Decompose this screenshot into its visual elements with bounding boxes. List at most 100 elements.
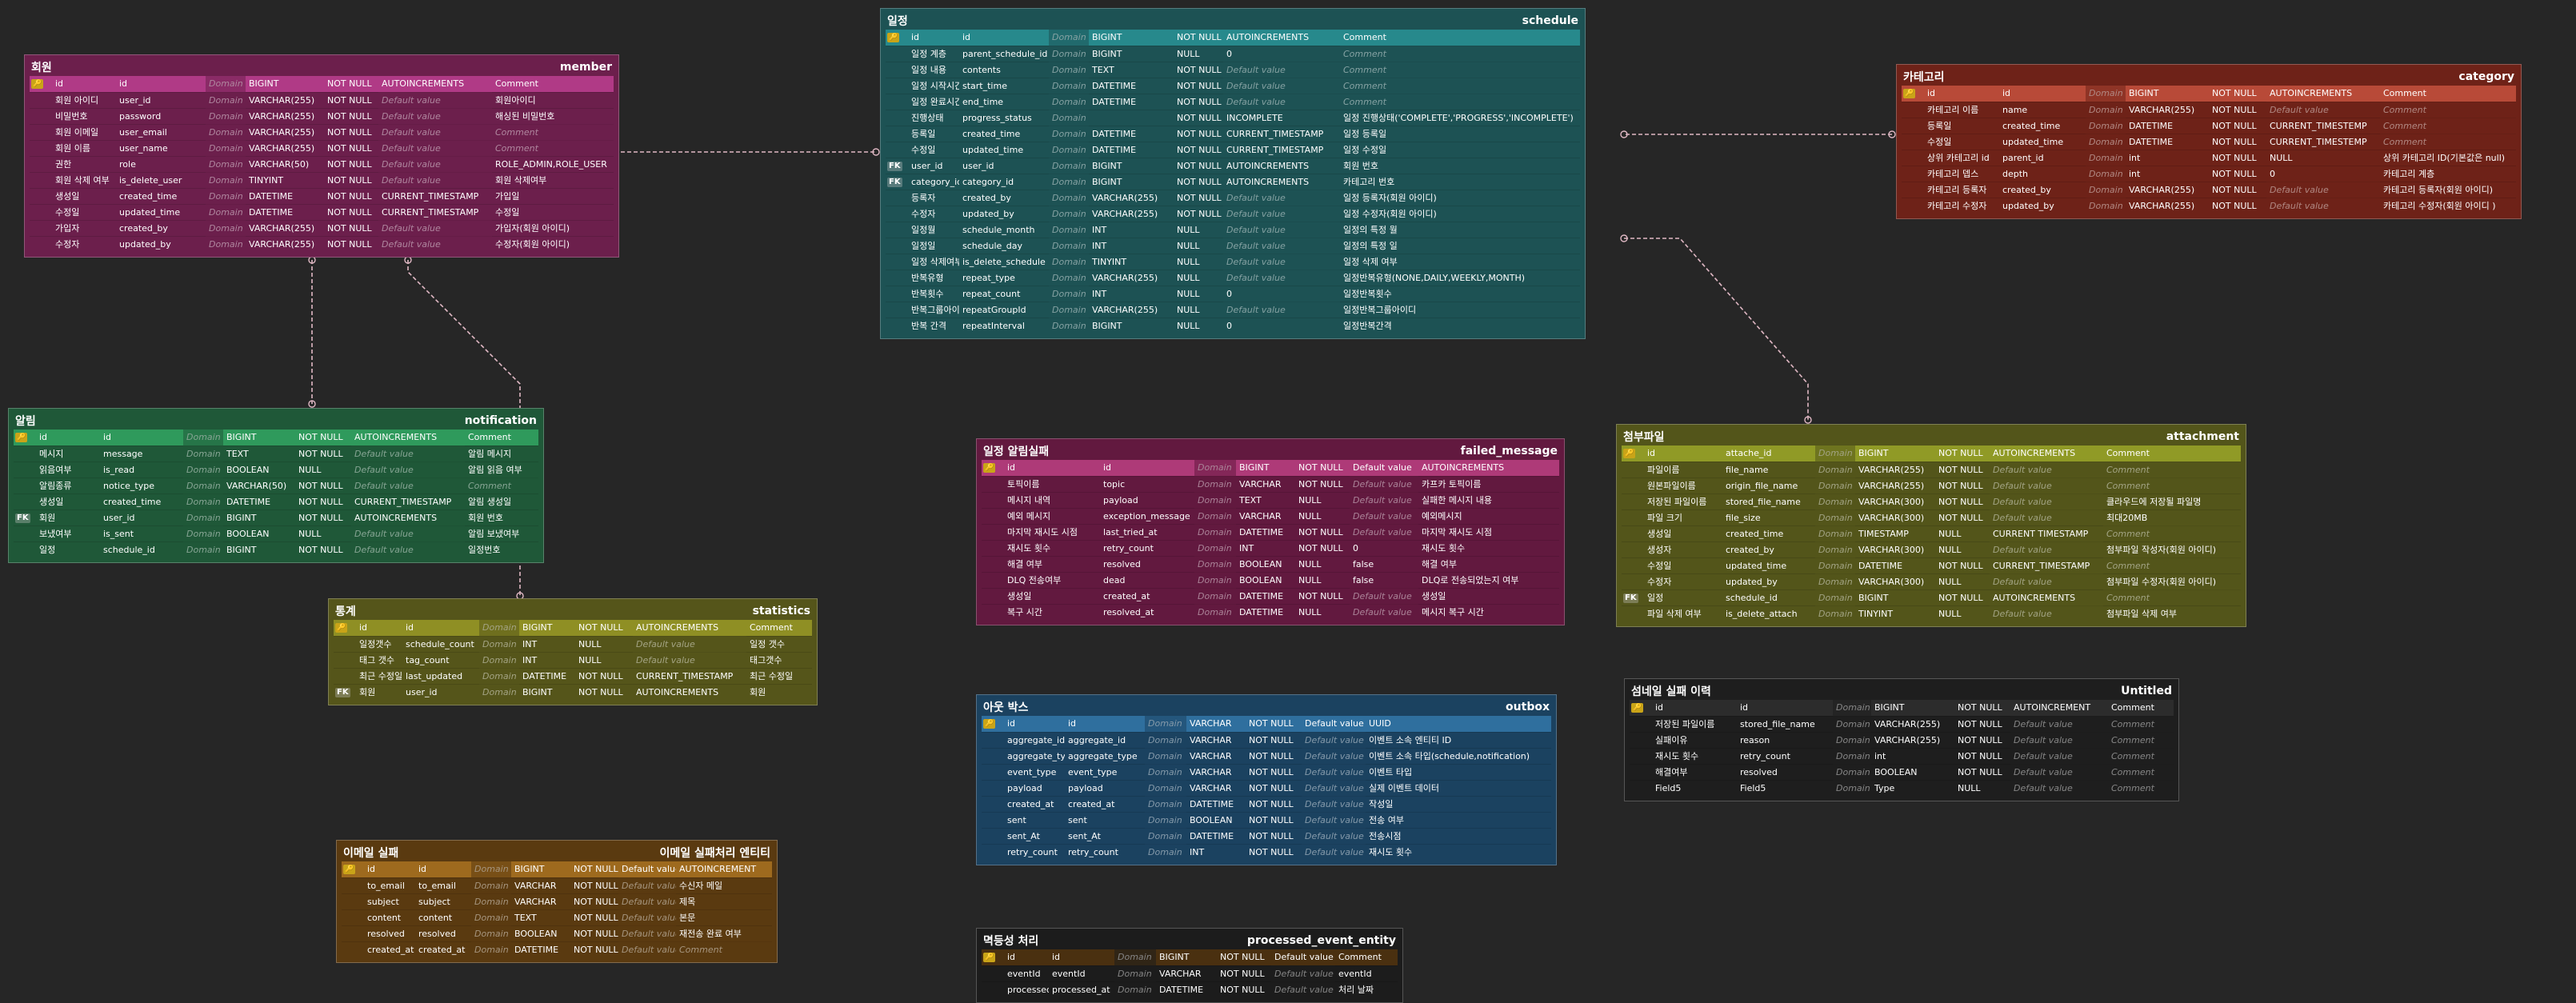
column-comment[interactable]: Comment [676, 941, 772, 957]
column-nullable[interactable]: NULL [1295, 492, 1350, 508]
column-comment[interactable]: 카테고리 수정자(회원 아이디 ) [2380, 198, 2516, 214]
column-logical-name[interactable]: category_id [908, 174, 959, 190]
column-nullable[interactable]: NULL [1174, 318, 1223, 334]
column-nullable[interactable]: NOT NULL [1935, 509, 1990, 525]
column-logical-name[interactable]: 등록일 [908, 126, 959, 142]
column-comment[interactable]: 회원아이디 [492, 92, 614, 108]
column-type[interactable]: INT [1236, 540, 1295, 556]
column-nullable[interactable]: NULL [1935, 573, 1990, 589]
column-nullable[interactable]: NOT NULL [2209, 150, 2266, 166]
column-nullable[interactable]: NOT NULL [1295, 476, 1350, 492]
column-logical-name[interactable]: 알림종류 [36, 478, 100, 494]
column-physical-name[interactable]: progress_status [959, 110, 1049, 126]
column-type[interactable]: TINYINT [246, 172, 324, 188]
column-type[interactable]: BOOLEAN [1186, 812, 1246, 828]
column-default[interactable]: 0 [1223, 46, 1340, 62]
column-logical-name[interactable]: 비밀번호 [52, 108, 116, 124]
column-nullable[interactable]: NOT NULL [324, 236, 378, 252]
column-physical-name[interactable]: user_id [402, 684, 479, 700]
column-default[interactable]: 0 [2266, 166, 2380, 182]
column-physical-name[interactable]: sent_At [1065, 828, 1145, 844]
column-default[interactable]: Default value [2010, 716, 2108, 732]
column-comment[interactable]: 이벤트 타입 [1366, 764, 1551, 780]
column-logical-name[interactable]: 반복유형 [908, 270, 959, 286]
column-logical-name[interactable]: 일정 시작시간 [908, 78, 959, 94]
column-comment[interactable]: 일정 등록일 [1340, 126, 1580, 142]
column-type[interactable]: DATETIME [246, 188, 324, 204]
column-default[interactable]: Default value [1302, 748, 1366, 764]
column-default[interactable]: CURRENT_TIMESTAMP [1990, 557, 2103, 573]
column-default[interactable]: Default value [351, 478, 465, 494]
column-logical-name[interactable]: 일정 내용 [908, 62, 959, 78]
column-logical-name[interactable]: 재시도 횟수 [1652, 748, 1737, 764]
column-logical-name[interactable]: sent_At [1004, 828, 1065, 844]
column-physical-name[interactable]: last_tried_at [1100, 524, 1194, 540]
column-nullable[interactable]: NOT NULL [1174, 110, 1223, 126]
column-physical-name[interactable]: topic [1100, 476, 1194, 492]
column-nullable[interactable]: NULL [1295, 556, 1350, 572]
column-logical-name[interactable]: 일정 [1644, 589, 1722, 605]
column-type[interactable]: VARCHAR [1186, 764, 1246, 780]
column-nullable[interactable]: NOT NULL [570, 941, 618, 957]
column-physical-name[interactable]: parent_id [1999, 150, 2086, 166]
column-default[interactable]: AUTOINCREMENTS [1223, 174, 1340, 190]
column-comment[interactable]: 마지막 재시도 시점 [1418, 524, 1559, 540]
column-default[interactable]: Default value [633, 636, 746, 652]
column-comment[interactable]: DLQ로 전송되었는지 여부 [1418, 572, 1559, 588]
column-logical-name[interactable]: 회원 이름 [52, 140, 116, 156]
column-physical-name[interactable]: sent [1065, 812, 1145, 828]
column-logical-name[interactable]: 저장된 파일이름 [1644, 494, 1722, 509]
column-type[interactable]: DATETIME [1089, 142, 1174, 158]
column-default[interactable]: CURRENT_TIMESTAMP [1223, 126, 1340, 142]
column-physical-name[interactable]: message [100, 446, 183, 462]
column-physical-name[interactable]: created_time [100, 494, 183, 509]
column-physical-name[interactable]: name [1999, 102, 2086, 118]
column-nullable[interactable]: NOT NULL [324, 140, 378, 156]
column-logical-name[interactable]: user_id [908, 158, 959, 174]
column-default[interactable]: CURRENT_TIMESTEMP [2266, 134, 2380, 150]
column-default[interactable]: Default value [2266, 198, 2380, 214]
column-comment[interactable]: 일정 수정일 [1340, 142, 1580, 158]
column-default[interactable]: Default value [2010, 748, 2108, 764]
column-physical-name[interactable]: updated_time [1999, 134, 2086, 150]
column-physical-name[interactable]: user_email [116, 124, 206, 140]
column-comment[interactable]: 카테고리 번호 [1340, 174, 1580, 190]
column-physical-name[interactable]: repeatInterval [959, 318, 1049, 334]
column-nullable[interactable]: NOT NULL [1954, 716, 2010, 732]
column-type[interactable]: DATETIME [1236, 588, 1295, 604]
column-type[interactable]: int [1871, 748, 1954, 764]
column-logical-name[interactable]: 예외 메시지 [1004, 508, 1100, 524]
column-default[interactable]: AUTOINCREMENTS [351, 509, 465, 525]
column-logical-name[interactable]: 수정자 [908, 206, 959, 222]
column-type[interactable]: DATETIME [511, 941, 570, 957]
column-logical-name[interactable]: 수정일 [1924, 134, 1999, 150]
column-default[interactable]: Default value [378, 220, 492, 236]
column-comment[interactable]: 일정 수정자(회원 아이디) [1340, 206, 1580, 222]
column-comment[interactable]: 일정반복유형(NONE,DAILY,WEEKLY,MONTH) [1340, 270, 1580, 286]
column-comment[interactable]: Comment [2108, 764, 2174, 780]
column-type[interactable]: BIGINT [1089, 158, 1174, 174]
column-physical-name[interactable]: created_time [1999, 118, 2086, 134]
column-type[interactable]: int [2126, 150, 2209, 166]
column-comment[interactable]: 일정 삭제 여부 [1340, 254, 1580, 270]
column-default[interactable]: Default value [1990, 494, 2103, 509]
column-comment[interactable]: 메시지 복구 시간 [1418, 604, 1559, 620]
column-physical-name[interactable]: Field5 [1737, 780, 1833, 796]
column-logical-name[interactable]: 메시지 [36, 446, 100, 462]
column-default[interactable]: Default value [1271, 965, 1335, 981]
column-default[interactable]: CURRENT_TIMESTAMP [1223, 142, 1340, 158]
column-comment[interactable]: 최근 수정일 [746, 668, 812, 684]
column-default[interactable]: Default value [1350, 476, 1418, 492]
column-logical-name[interactable]: aggregate_type [1004, 748, 1065, 764]
column-comment[interactable]: Comment [2103, 525, 2241, 541]
column-type[interactable]: VARCHAR(255) [1855, 462, 1935, 478]
column-default[interactable]: Default value [1990, 573, 2103, 589]
column-nullable[interactable]: NOT NULL [1174, 78, 1223, 94]
column-physical-name[interactable]: created_by [1999, 182, 2086, 198]
column-type[interactable]: BOOLEAN [1871, 764, 1954, 780]
